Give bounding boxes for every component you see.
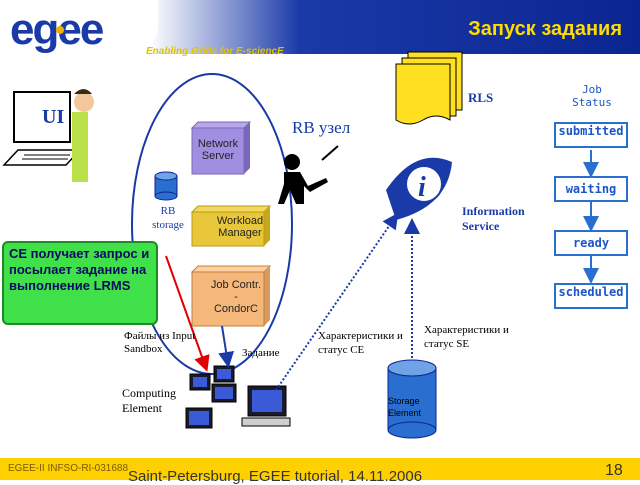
status-waiting: waiting xyxy=(554,176,628,202)
network-server-box xyxy=(190,121,252,175)
job-controller-box xyxy=(190,265,272,327)
computing-element-label: Computing Element xyxy=(122,386,177,415)
status-submitted: submitted xyxy=(554,122,628,148)
ce-characteristics-label: Характеристики и статус CE xyxy=(318,330,403,356)
rls-label: RLS xyxy=(468,90,494,105)
logo: egee xyxy=(0,0,158,56)
footer-event: Saint-Petersburg, EGEE tutorial, 14.11.2… xyxy=(128,468,423,485)
ce-status-arrow xyxy=(275,212,399,391)
job-controller-label: Job Contr. - CondorC xyxy=(210,279,262,315)
status-ready: ready xyxy=(554,230,628,256)
footer-bar xyxy=(0,458,640,480)
rb-node-ellipse xyxy=(131,73,293,375)
tagline: Enabling Grids for E-sciencE xyxy=(146,46,284,57)
computing-element-computers xyxy=(185,365,291,429)
storage-element-label: Storage Element xyxy=(388,396,422,418)
information-service-icon: i xyxy=(386,157,452,220)
ui-label: UI xyxy=(42,106,65,128)
presenter-icon xyxy=(278,145,339,204)
rls-documents-icon xyxy=(395,51,463,125)
se-characteristics-label: Характеристики и статус SE xyxy=(424,324,509,350)
footer-project-id: EGEE-II INFSO-RI-031688 xyxy=(8,463,129,474)
workload-manager-box xyxy=(190,205,272,247)
storage-element-cylinder xyxy=(387,359,437,439)
diagram-canvas: i xyxy=(0,51,599,439)
page-number: 18 xyxy=(605,462,623,479)
page-title: Запуск задания xyxy=(468,18,622,40)
rb-storage-label: RB storage xyxy=(152,205,184,231)
job-label: Задание xyxy=(242,347,280,359)
input-sandbox-label: Файлы из Input Sandbox xyxy=(124,330,196,355)
ui-user-icon xyxy=(0,89,94,182)
workload-manager-label: Workload Manager xyxy=(216,215,264,239)
job-arrow xyxy=(218,325,235,368)
input-sandbox-arrow xyxy=(165,255,210,372)
job-status-title: Job Status xyxy=(572,83,612,109)
egee-logo-icon: egee xyxy=(10,5,105,54)
network-server-label: Network Server xyxy=(197,138,239,162)
status-scheduled: scheduled xyxy=(554,283,628,309)
callout-note: CE получает запрос и посылает задание на… xyxy=(2,241,158,325)
svg-text:i: i xyxy=(418,172,426,203)
information-service-label: Information Service xyxy=(462,204,525,233)
rb-node-label: RB узел xyxy=(292,118,351,137)
rb-storage-cylinder xyxy=(154,171,178,201)
